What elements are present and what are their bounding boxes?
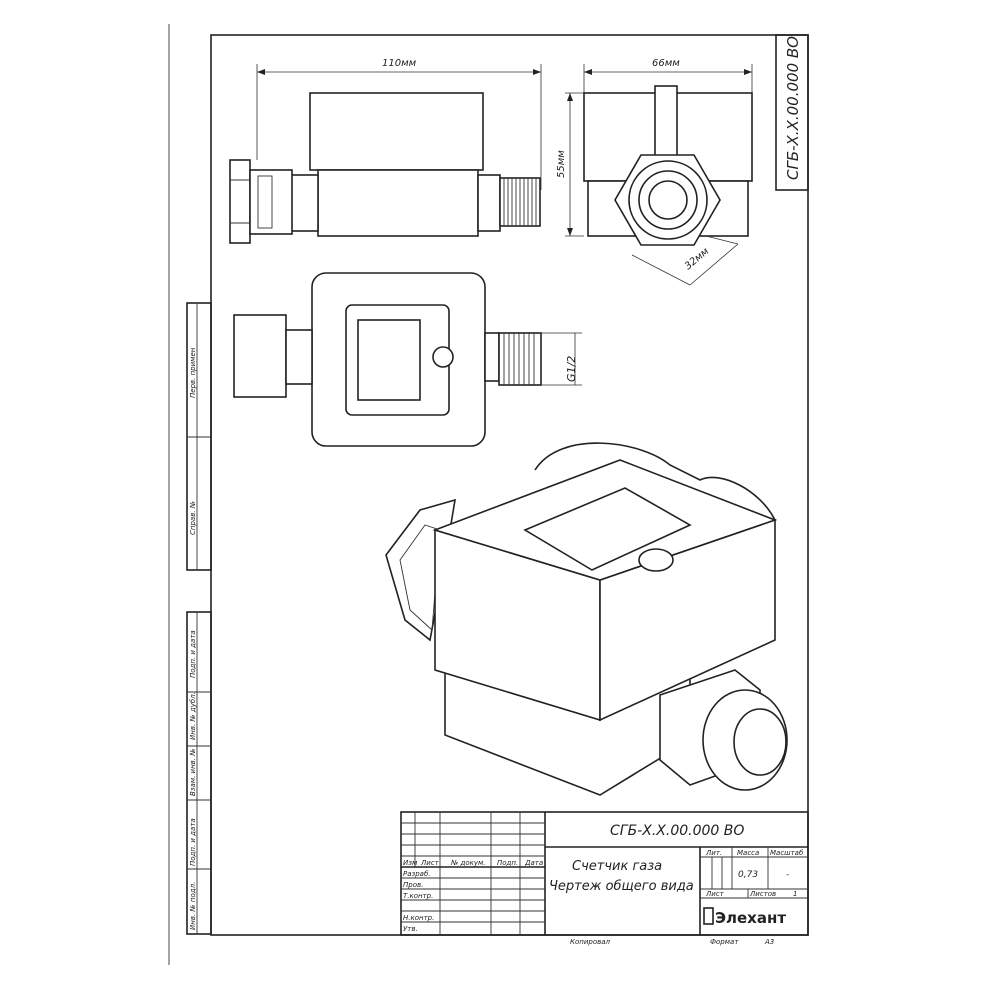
code-box-text: СГБ-Х.Х.00.000 ВО (784, 36, 802, 180)
strip-label: Перв. примен (189, 347, 197, 398)
role-label: Н.контр. (403, 914, 434, 922)
side-stem (654, 85, 678, 159)
control-button (432, 346, 454, 368)
side-view: 66мм 55мм 32мм (556, 58, 753, 286)
front-view: 110мм (229, 58, 542, 244)
drawing-type: Чертеж общего вида (549, 879, 694, 894)
top-outlet-thread (498, 332, 542, 386)
hex-dimension-diagonal (689, 243, 739, 286)
top-view: G1/2 (233, 272, 582, 447)
width-dimension-label: 66мм (652, 58, 680, 69)
outlet-pipe (477, 174, 501, 232)
title-block-code: СГБ-Х.Х.00.000 ВО (610, 823, 744, 839)
col-header: Лист (420, 859, 440, 867)
nut-collar (249, 169, 293, 235)
inlet-pipe (289, 174, 319, 232)
col-header: Дата (524, 859, 543, 867)
lit-label: Лит. (705, 849, 722, 857)
thread-lines (503, 333, 535, 385)
top-union-nut (233, 314, 287, 398)
display-window (357, 319, 421, 401)
union-nut (229, 159, 251, 244)
col-header: Подп. (497, 859, 518, 867)
port-inner-ring (648, 180, 688, 220)
strip-label: Взам. инв. № (189, 748, 197, 796)
col-header: Изм (403, 859, 418, 867)
strip-label: Справ. № (189, 501, 197, 535)
counter-body (309, 92, 484, 171)
role-label: Утв. (403, 925, 418, 933)
top-outlet-neck (484, 332, 500, 382)
strip-label: Подп. и дата (189, 818, 197, 866)
title-block: Изм Лист № докум. Подп. Дата Разраб. Про… (400, 811, 809, 946)
iso-display-window (523, 487, 692, 571)
mass-value: 0,73 (738, 870, 758, 880)
length-dimension-label: 110мм (382, 58, 417, 69)
strip-lower-frame (186, 611, 212, 935)
code-box (775, 34, 809, 191)
strip-label: Инв. № дубл. (189, 692, 197, 740)
hex-dimension-line (705, 235, 739, 245)
role-label: Разраб. (403, 870, 431, 878)
thread-dimension-label: G1/2 (565, 356, 578, 382)
top-inlet-pipe (285, 329, 313, 385)
company-name: Элехант (715, 909, 786, 927)
hex-dimension-line (631, 254, 691, 286)
lower-body (317, 169, 479, 237)
sheets-value: 1 (793, 890, 797, 898)
thread-lines (503, 178, 537, 226)
sheets-label: Листов (749, 890, 776, 898)
company-logo-mark (703, 907, 714, 925)
height-dimension-label: 55мм (556, 150, 567, 178)
sheet-label: Лист (705, 890, 725, 898)
iso-top-outline (534, 442, 776, 521)
col-header: № докум. (450, 859, 486, 867)
format-value: А3 (764, 938, 774, 946)
format-label: Формат (710, 938, 739, 946)
nut-collar-step (257, 175, 273, 229)
product-name: Счетчик газа (572, 859, 662, 874)
strip-label: Инв. № подл. (189, 882, 197, 930)
title-block-frame (400, 811, 809, 936)
scale-label: Масштаб (770, 849, 804, 857)
scale-value: - (786, 870, 789, 880)
copied-label: Копировал (570, 938, 611, 946)
left-strip: Перв. примен Справ. № Подп. и дата Инв. … (186, 302, 212, 935)
strip-label: Подп. и дата (189, 630, 197, 678)
iso-control-button (638, 548, 674, 572)
iso-outlet-port (733, 708, 787, 776)
isometric-view (385, 442, 788, 796)
hex-dimension-label: 32мм (683, 246, 712, 273)
role-label: Т.контр. (403, 892, 433, 900)
role-label: Пров. (403, 881, 423, 889)
mass-label: Масса (737, 849, 759, 857)
strip-upper-frame (186, 302, 212, 571)
